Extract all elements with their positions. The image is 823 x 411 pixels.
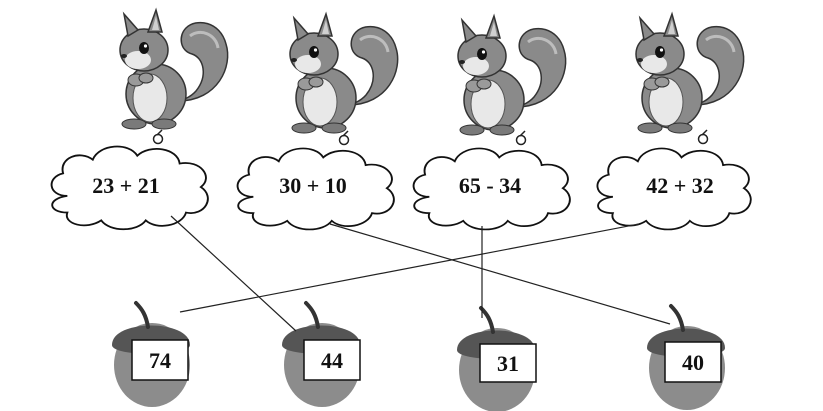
cloud-expression-1: 23 + 21	[92, 173, 160, 198]
cloud-expression-4: 42 + 32	[646, 173, 714, 198]
answer-box-2	[303, 339, 361, 381]
squirrel-icon-2	[288, 12, 400, 135]
acorn-value-3: 31	[497, 351, 519, 376]
match-line-4	[179, 223, 640, 313]
sprig-icon-4	[697, 129, 709, 145]
sprig-icon-1	[152, 129, 164, 145]
acorn-value-4: 40	[682, 350, 704, 375]
sprig-icon-3	[515, 130, 527, 146]
sprig-icon-2	[338, 130, 350, 146]
acorn-value-1: 74	[149, 348, 171, 373]
match-line-2	[329, 223, 671, 325]
acorn-value-2: 44	[321, 348, 343, 373]
squirrel-icon-4	[634, 12, 746, 135]
squirrel-icon-1	[118, 8, 230, 131]
answer-box-1	[131, 339, 189, 381]
answer-box-3	[479, 343, 537, 383]
match-line-1	[170, 215, 297, 332]
cloud-expression-2: 30 + 10	[279, 173, 347, 198]
answer-box-4	[664, 341, 722, 383]
squirrel-icon-3	[456, 14, 568, 137]
cloud-expression-3: 65 - 34	[458, 173, 522, 198]
